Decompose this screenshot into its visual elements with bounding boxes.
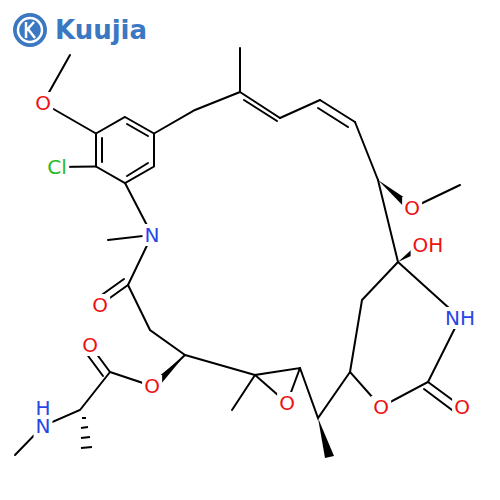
- hydroxyl-group: OH: [411, 234, 446, 256]
- nitrogen-atom: N: [143, 224, 162, 246]
- oxygen-atom: O: [80, 334, 100, 356]
- logo-icon: [13, 13, 47, 47]
- oxygen-atom: O: [402, 197, 422, 219]
- watermark-logo: Kuujia: [55, 17, 147, 43]
- oxygen-atom: O: [90, 294, 110, 316]
- wedge-bonds: [152, 180, 428, 458]
- oxygen-atom: O: [142, 375, 162, 397]
- oxygen-atom: O: [33, 92, 53, 114]
- amine-group: NH: [443, 307, 477, 329]
- chlorine-atom: Cl: [45, 156, 69, 178]
- oxygen-atom: O: [277, 392, 297, 414]
- nitrogen-atom: N: [34, 415, 53, 437]
- oxygen-atom: O: [371, 396, 391, 418]
- oxygen-atom: O: [452, 396, 472, 418]
- hashed-bond: [81, 418, 92, 448]
- bond-lines: [15, 48, 462, 455]
